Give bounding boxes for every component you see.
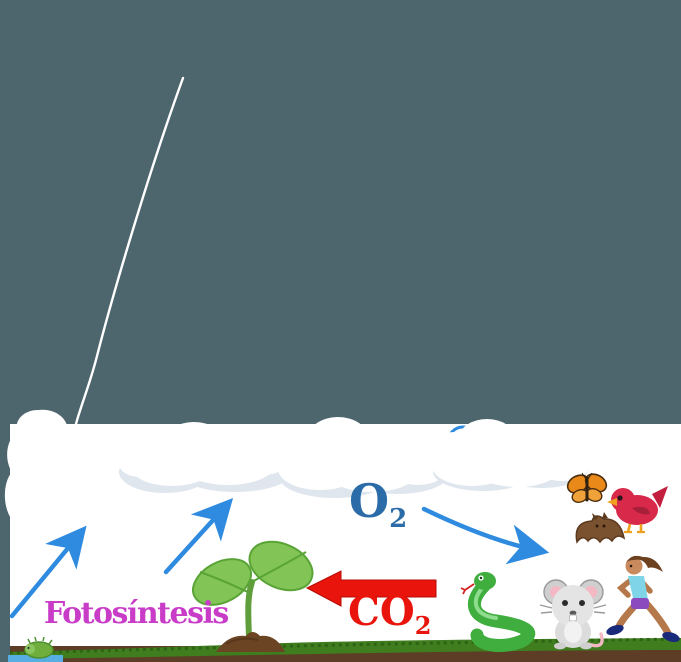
co2-label: CO2	[348, 592, 431, 638]
o2-subscript: 2	[389, 504, 408, 535]
co2-base: CO	[348, 588, 415, 635]
o2-label: O2	[349, 478, 407, 532]
co2-subscript: 2	[414, 611, 432, 640]
photosynthesis-label: Fotosíntesis	[44, 596, 229, 631]
o2-base: O	[349, 474, 390, 528]
white-hand-line	[74, 76, 185, 426]
